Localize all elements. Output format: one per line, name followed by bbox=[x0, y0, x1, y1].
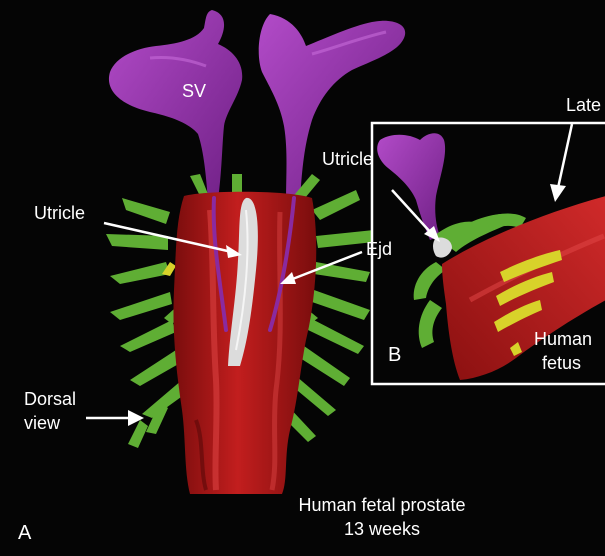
utricle-white bbox=[228, 197, 258, 366]
caption-b-line1: Human bbox=[534, 329, 593, 349]
label-utricle-a: Utricle bbox=[34, 203, 86, 223]
caption-a-line2: 13 weeks bbox=[343, 519, 421, 539]
seminal-vesicle-left bbox=[108, 10, 243, 200]
caption-b-line2: fetus bbox=[542, 353, 582, 373]
label-utricle-b: Utricle bbox=[322, 149, 374, 169]
arrow-ejd-a bbox=[280, 250, 363, 284]
inset-yellow-ducts bbox=[494, 250, 562, 356]
arrow-utricle-a bbox=[103, 221, 242, 258]
caption-a-line1: Human fetal prostate bbox=[298, 495, 466, 515]
label-view: view bbox=[24, 413, 61, 433]
label-ejd: Ejd bbox=[366, 239, 393, 259]
label-sv: SV bbox=[182, 81, 207, 101]
label-dorsal: Dorsal bbox=[24, 389, 77, 409]
seminal-vesicle-right bbox=[258, 14, 406, 200]
inset-utricle-white bbox=[433, 237, 452, 258]
arrow-lateral-b bbox=[550, 123, 574, 202]
ejaculatory-ducts bbox=[211, 196, 296, 332]
panel-letter-a: A bbox=[18, 522, 32, 544]
panel-letter-b: B bbox=[388, 344, 402, 366]
inset-prostate-green bbox=[413, 213, 526, 348]
inset-seminal-vesicle bbox=[377, 133, 446, 240]
arrow-dorsal-view bbox=[86, 410, 144, 426]
label-lateral-partial: Late bbox=[566, 95, 602, 115]
arrow-utricle-b bbox=[391, 189, 440, 242]
